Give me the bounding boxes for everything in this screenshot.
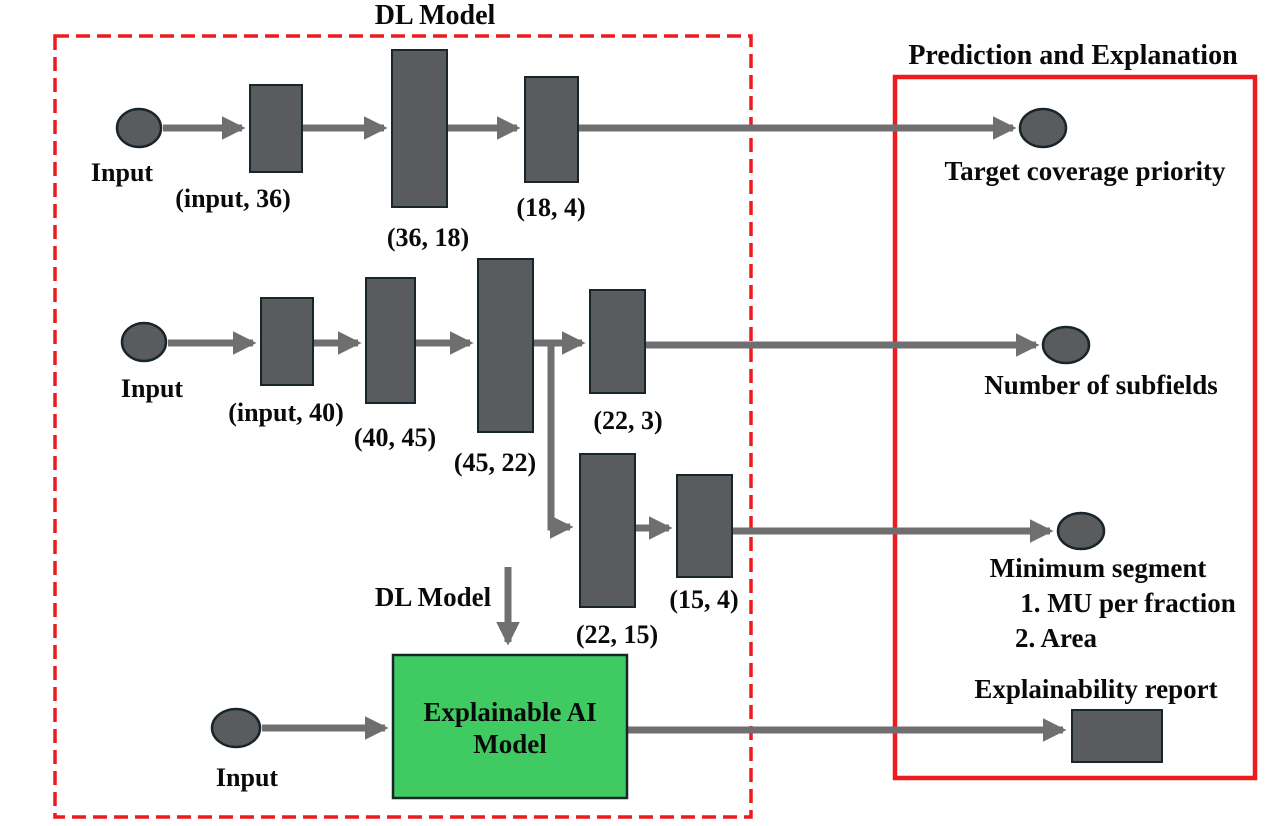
row1-layer2-rect xyxy=(391,49,448,208)
branch-layer2-label: (15, 4) xyxy=(669,585,738,614)
branch-output-item-1: 1. MU per fraction xyxy=(1020,588,1235,618)
row1-output-label: Target coverage priority xyxy=(945,156,1226,186)
row1-layer2-label: (36, 18) xyxy=(387,223,469,252)
row1-input-ellipse xyxy=(115,107,163,149)
row1-layer1-label: (input, 36) xyxy=(175,184,291,213)
row1-layer3-label: (18, 4) xyxy=(516,193,585,222)
row2-layer2-label: (40, 45) xyxy=(354,423,436,452)
prediction-region-title: Prediction and Explanation xyxy=(908,40,1238,71)
report-label: Explainability report xyxy=(974,674,1217,704)
row2-layer2-rect xyxy=(365,277,416,404)
row2-layer1-label: (input, 40) xyxy=(228,398,344,427)
branch-output-label: Minimum segment xyxy=(990,553,1207,583)
xai-input-ellipse xyxy=(210,707,262,749)
xai-arrow-label: DL Model xyxy=(375,582,492,612)
row2-layer3-rect xyxy=(477,258,534,433)
prediction-region-border xyxy=(892,74,1258,781)
row2-layer1-rect xyxy=(260,297,314,386)
xai-input-label: Input xyxy=(216,763,278,792)
row1-layer3-rect xyxy=(524,76,579,183)
dl-model-region-border xyxy=(53,34,753,819)
row1-output-ellipse xyxy=(1018,107,1068,149)
report-rect xyxy=(1071,709,1163,763)
row2-output-ellipse xyxy=(1041,325,1091,365)
branch-output-ellipse xyxy=(1056,511,1106,551)
row2-input-label: Input xyxy=(121,374,183,403)
branch-elbow-arrow xyxy=(547,346,574,539)
row2-layer4-rect xyxy=(589,289,646,394)
branch-layer1-rect xyxy=(579,453,636,608)
row2-input-ellipse xyxy=(120,321,168,363)
branch-layer1-label: (22, 15) xyxy=(576,620,658,649)
branch-output-item-2: 2. Area xyxy=(1015,623,1097,653)
row2-layer4-label: (22, 3) xyxy=(593,406,662,435)
explainable-ai-box-label-line1: Explainable AI xyxy=(423,697,596,727)
explainable-ai-box xyxy=(391,653,629,800)
explainable-ai-box-label-line2: Model xyxy=(473,729,547,759)
row2-layer3-label: (45, 22) xyxy=(454,448,536,477)
branch-layer2-rect xyxy=(676,474,733,578)
row1-input-label: Input xyxy=(91,158,153,187)
row1-layer1-rect xyxy=(249,84,303,173)
dl-model-region-title: DL Model xyxy=(375,0,496,31)
row2-output-label: Number of subfields xyxy=(984,370,1218,400)
